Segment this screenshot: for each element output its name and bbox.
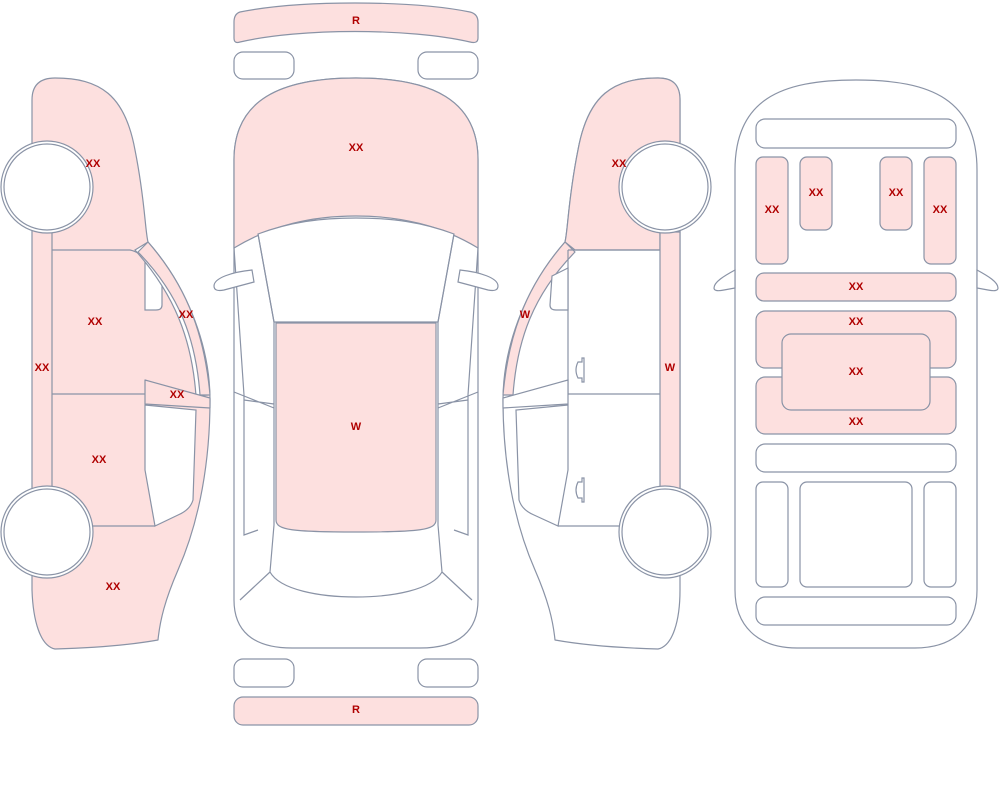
interior-right-mirror[interactable] <box>976 268 999 292</box>
left-rear-wheel[interactable] <box>0 485 94 579</box>
interior-rear-panel-top[interactable] <box>755 443 957 473</box>
top-view <box>213 2 499 726</box>
right-side-view <box>502 77 712 650</box>
interior-seat-front-left[interactable] <box>755 156 789 265</box>
hood-panel[interactable] <box>233 77 479 249</box>
label-rear-bumper: R <box>352 704 360 716</box>
interior-seat-front-right[interactable] <box>923 156 957 265</box>
interior-rear-right[interactable] <box>923 481 957 588</box>
rear-bumper[interactable] <box>233 696 479 726</box>
left-b-pillar[interactable] <box>144 379 211 409</box>
label-left-a-pillar: XX <box>179 309 194 321</box>
right-mirror[interactable] <box>457 269 499 292</box>
label-front-bumper: R <box>352 15 360 27</box>
label-hood: XX <box>349 142 364 154</box>
front-right-headlight[interactable] <box>417 51 479 80</box>
label-int-seat-rl: XX <box>809 187 824 199</box>
right-rear-door-handle[interactable] <box>575 477 585 503</box>
label-left-front-door: XX <box>88 316 103 328</box>
interior-view <box>713 79 999 649</box>
interior-center-console[interactable] <box>781 333 931 411</box>
front-left-headlight[interactable] <box>233 51 295 80</box>
right-b-pillar <box>502 379 569 409</box>
label-int-seat-rr: XX <box>889 187 904 199</box>
damage-labels: R XX W R XX XX XX XX XX XX XX XX W W XX … <box>35 15 948 716</box>
left-front-tire-rim <box>3 143 91 231</box>
rear-right-taillight[interactable] <box>417 658 479 688</box>
label-right-a-pillar: W <box>520 309 531 321</box>
label-left-rear-door: XX <box>92 454 107 466</box>
label-left-rocker: XX <box>35 362 50 374</box>
right-front-door-handle[interactable] <box>575 357 585 383</box>
rear-window-lines <box>239 524 473 601</box>
right-window-glass <box>549 267 569 311</box>
roof-panel[interactable] <box>275 322 437 533</box>
interior-top-panel[interactable] <box>755 118 957 149</box>
label-int-seat-fl: XX <box>765 204 780 216</box>
interior-rear-left[interactable] <box>755 481 789 588</box>
windshield[interactable] <box>257 217 455 323</box>
left-front-wheel[interactable] <box>0 140 94 234</box>
right-rear-tire-rim <box>621 488 709 576</box>
interior-dashboard[interactable] <box>755 272 957 302</box>
label-left-b-pillar: XX <box>170 389 185 401</box>
interior-cargo-area[interactable] <box>799 481 913 588</box>
right-rear-window <box>515 404 569 527</box>
right-rear-wheel[interactable] <box>618 485 712 579</box>
interior-seat-front-left-inner[interactable] <box>799 156 833 231</box>
interior-rear-panel-bottom[interactable] <box>755 596 957 626</box>
left-rear-window <box>144 404 197 527</box>
label-left-rear-quarter: XX <box>106 581 121 593</box>
front-bumper[interactable] <box>233 2 479 44</box>
left-mirror[interactable] <box>213 269 255 292</box>
right-front-tire-rim <box>621 143 709 231</box>
label-right-rocker: W <box>665 362 676 374</box>
label-int-dash: XX <box>849 281 864 293</box>
interior-left-mirror[interactable] <box>713 268 736 292</box>
left-rear-tire-rim <box>3 488 91 576</box>
label-int-row-upper: XX <box>849 316 864 328</box>
right-body-side-lines <box>437 233 479 536</box>
label-roof: W <box>351 421 362 433</box>
label-int-center: XX <box>849 366 864 378</box>
label-left-front-fender: XX <box>86 158 101 170</box>
interior-seat-front-right-inner[interactable] <box>879 156 913 231</box>
label-int-row-lower: XX <box>849 416 864 428</box>
label-right-front-fender: XX <box>612 158 627 170</box>
left-side-view <box>0 77 211 650</box>
left-a-pillar[interactable] <box>137 241 211 396</box>
label-int-seat-fr: XX <box>933 204 948 216</box>
rear-left-taillight[interactable] <box>233 658 295 688</box>
right-front-wheel[interactable] <box>618 140 712 234</box>
right-door-shutline <box>557 249 660 527</box>
left-body-side-lines <box>233 233 275 536</box>
